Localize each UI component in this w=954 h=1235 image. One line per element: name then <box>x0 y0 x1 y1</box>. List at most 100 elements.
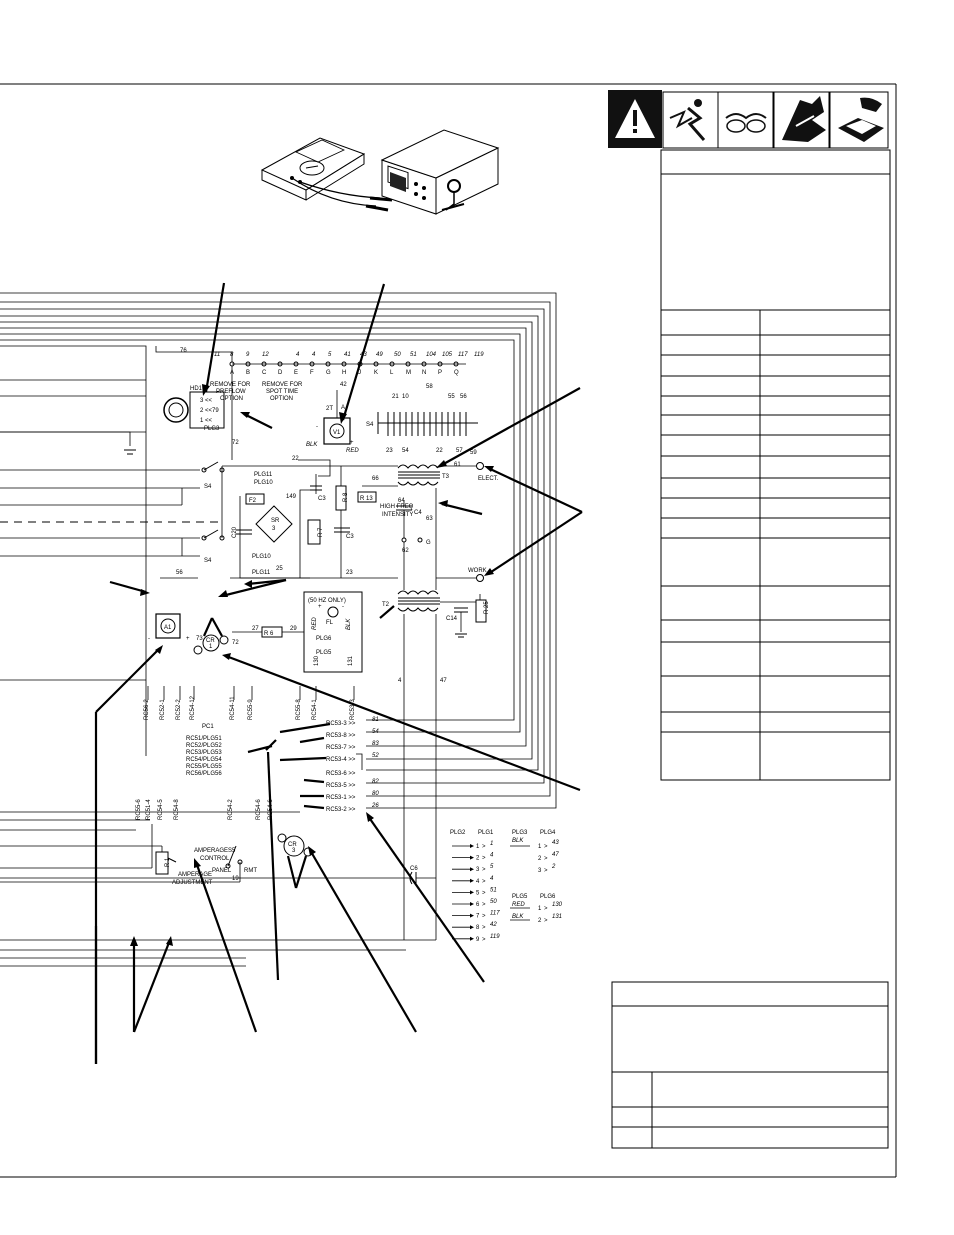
svg-text:2T: 2T <box>326 406 333 412</box>
svg-text:CR: CR <box>206 638 215 644</box>
plg4-wire: 43 <box>552 840 559 846</box>
right-info-table <box>660 149 891 781</box>
plg1-arrow: > <box>482 914 486 920</box>
terminal-wire-number: 117 <box>458 352 468 358</box>
warning-triangle-icon <box>615 99 655 138</box>
plg1-pin: 5 <box>476 890 480 896</box>
plg1-pin: 1 <box>476 844 480 850</box>
plg1-wire: 119 <box>490 934 500 940</box>
svg-text:10: 10 <box>402 394 409 400</box>
pc-pair-label: RC53/PLG53 <box>186 750 222 756</box>
svg-text:61: 61 <box>454 462 461 468</box>
svg-text:-: - <box>316 424 318 430</box>
svg-text:23: 23 <box>346 570 353 576</box>
svg-text:R 13: R 13 <box>360 496 373 502</box>
svg-text:54: 54 <box>402 448 409 454</box>
plg4-wire: 47 <box>552 852 559 858</box>
s4-switch-bank: S4 23 54 22 57 58 21 10 55 56 59 <box>366 384 478 456</box>
svg-text:BLK: BLK <box>346 618 352 630</box>
rc53-pin-label: RC53-2 >> <box>326 807 356 813</box>
rc53-wire-number: 81 <box>372 717 379 723</box>
plg4-label: PLG4 <box>540 830 556 836</box>
svg-text:+: + <box>318 604 322 610</box>
svg-text:INTENSITY: INTENSITY <box>382 512 413 518</box>
plg1-pin: 9 <box>476 937 480 943</box>
svg-text:+: + <box>186 636 190 642</box>
plg1-wire: 4 <box>490 853 494 859</box>
svg-text:(50 HZ ONLY): (50 HZ ONLY) <box>308 598 346 604</box>
plg5-wire: BLK <box>512 914 524 920</box>
t2-transformer-work: WORK T2 4 47 C14 R 25 <box>382 568 490 940</box>
svg-text:SR: SR <box>271 518 280 524</box>
rc-pin-label: RC52-1 <box>160 699 166 720</box>
svg-text:S5: S5 <box>228 848 236 854</box>
terminal-wire-number: 9 <box>246 352 250 358</box>
plg1-arrow: > <box>482 925 486 931</box>
rc53-wire-number: 26 <box>371 803 379 809</box>
pc-pair-label: RC55/PLG55 <box>186 764 222 770</box>
svg-text:REMOVE FOR: REMOVE FOR <box>210 382 251 388</box>
plg4-arrow: > <box>544 856 548 862</box>
svg-text:PLG11: PLG11 <box>254 472 273 478</box>
rc-lower-label: RC54-6 <box>256 799 262 820</box>
terminal-wire-number: 5 <box>328 352 332 358</box>
rc53-wire-number: 54 <box>372 729 379 735</box>
svg-text:79: 79 <box>212 408 219 414</box>
svg-text:C4: C4 <box>414 510 422 516</box>
plg1-wire: 4 <box>490 876 494 882</box>
svg-text:4: 4 <box>398 678 402 684</box>
plg3-label: PLG3 <box>512 830 528 836</box>
svg-text:62: 62 <box>402 548 409 554</box>
svg-text:C20: C20 <box>232 526 238 538</box>
rc-pin-label: RC53-3 <box>350 699 356 720</box>
svg-text:59: 59 <box>470 450 477 456</box>
terminal-letter: N <box>422 370 426 376</box>
svg-text:73: 73 <box>196 636 203 642</box>
s4-contacts-left: S4 S4 56 <box>160 461 225 579</box>
pc1-label: PC1 <box>202 724 214 730</box>
svg-text:66: 66 <box>372 476 379 482</box>
plg4-pin: 1 <box>538 844 542 850</box>
svg-text:55: 55 <box>448 394 455 400</box>
plg3-label: PLG3 <box>204 426 220 432</box>
pc-pair-label: RC56/PLG56 <box>186 771 222 777</box>
hazard-icon-strip <box>608 90 889 149</box>
svg-text:PLG10: PLG10 <box>252 554 271 560</box>
pc-pair-label: RC51/PLG51 <box>186 736 222 742</box>
terminal-letter: F <box>310 370 314 376</box>
plg1-pin: 6 <box>476 902 480 908</box>
svg-text:3: 3 <box>292 848 296 854</box>
svg-text:R 6: R 6 <box>264 631 274 637</box>
terminal-wire-number: 11 <box>214 352 220 358</box>
plg4-wire: 2 <box>551 864 556 870</box>
svg-text:RED: RED <box>346 448 359 454</box>
svg-text:-: - <box>148 636 150 642</box>
plg1-arrow: > <box>482 844 486 850</box>
rc-lower-label: RC54-2 <box>228 799 234 820</box>
cr1-relay: CR 1 73 72 <box>193 634 239 655</box>
cr3-relay: CR 3 <box>277 833 313 857</box>
svg-text:131: 131 <box>348 655 354 666</box>
terminal-wire-number: 4 <box>312 352 316 358</box>
svg-text:FL: FL <box>326 620 334 626</box>
svg-text:56: 56 <box>460 394 467 400</box>
terminal-letter: A <box>230 370 234 376</box>
plg6-wire: 130 <box>552 902 563 908</box>
plg1-wire: 117 <box>490 911 500 917</box>
plg6-arrow: > <box>544 906 548 912</box>
svg-text:ELECT.: ELECT. <box>478 476 499 482</box>
rc-pin-label: RC54-1 <box>312 699 318 720</box>
terminal-letter: G <box>326 370 331 376</box>
rc-pin-label: RC52-2 <box>176 699 182 720</box>
terminal-letter: C <box>262 370 267 376</box>
svg-text:PLG10: PLG10 <box>254 480 273 486</box>
rc53-wire-number: 80 <box>372 791 379 797</box>
rc53-wire-number: 82 <box>372 779 379 785</box>
svg-text:1 <<: 1 << <box>200 418 213 424</box>
svg-text:R 25: R 25 <box>484 601 490 614</box>
svg-text:S4: S4 <box>204 558 212 564</box>
moving-parts-hand-icon <box>782 96 826 142</box>
rc-pin-label: RC54-12 <box>190 695 196 720</box>
plg6-pin: 1 <box>538 906 542 912</box>
